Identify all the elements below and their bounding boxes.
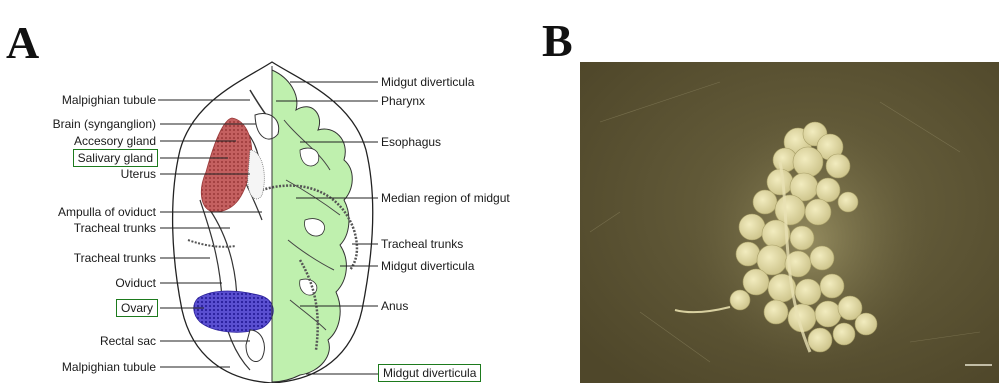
label-pharynx: Pharynx [381,94,425,108]
label-tracheal-trunks-left-2: Tracheal trunks [74,251,156,265]
label-tracheal-trunks-right: Tracheal trunks [381,237,463,251]
label-oviduct: Oviduct [115,276,156,290]
label-midgut-diverticula-top: Midgut diverticula [381,75,474,89]
label-uterus: Uterus [121,167,156,181]
salivary-gland-photo [580,62,999,383]
label-accessory-gland: Accesory gland [74,134,156,148]
label-midgut-diverticula-mid: Midgut diverticula [381,259,474,273]
ovary [194,291,274,332]
label-salivary-gland: Salivary gland [73,149,158,167]
label-ampulla-of-oviduct: Ampulla of oviduct [58,205,156,219]
label-tracheal-trunks-left-1: Tracheal trunks [74,221,156,235]
label-esophagus: Esophagus [381,135,441,149]
label-median-region-of-midgut: Median region of midgut [381,191,510,205]
label-anus: Anus [381,299,408,313]
label-ovary: Ovary [116,299,158,317]
label-malpighian-tubule-bottom: Malpighian tubule [62,360,156,374]
label-rectal-sac: Rectal sac [100,334,156,348]
label-brain: Brain (synganglion) [53,117,156,131]
label-midgut-diverticula-bottom: Midgut diverticula [378,364,481,382]
label-malpighian-tubule-top: Malpighian tubule [62,93,156,107]
